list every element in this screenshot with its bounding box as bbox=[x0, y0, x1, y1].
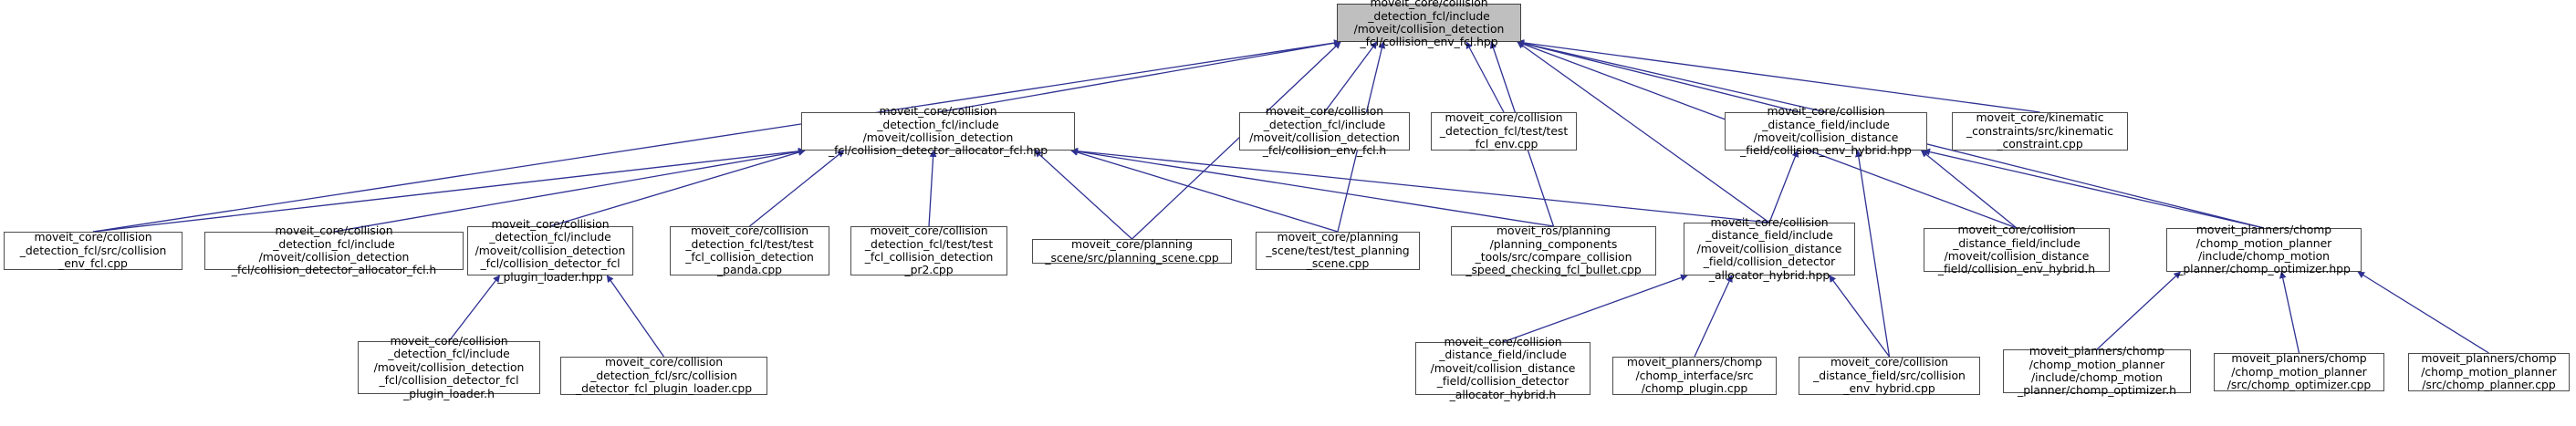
graph-node-label: moveit_core/collision _detection_fcl/src… bbox=[575, 355, 753, 396]
graph-node-chomp_optimizer_hpp[interactable]: moveit_planners/chomp /chomp_motion_plan… bbox=[2166, 223, 2362, 275]
graph-node-env_hybrid_cpp[interactable]: moveit_core/collision _distance_field/sr… bbox=[1799, 355, 1980, 396]
graph-node-label: moveit_core/collision _detection_fcl/src… bbox=[19, 230, 167, 271]
graph-edge bbox=[448, 275, 501, 342]
graph-node-label: moveit_planners/chomp /chomp_motion_plan… bbox=[2018, 344, 2176, 398]
graph-edge bbox=[928, 150, 937, 227]
graph-node-label: moveit_core/planning _scene/src/planning… bbox=[1045, 237, 1219, 265]
graph-node-label: moveit_core/collision _detection_fcl/inc… bbox=[475, 216, 626, 284]
graph-edge bbox=[2096, 271, 2182, 350]
graph-node-test_planning_scene[interactable]: moveit_core/planning _scene/test/test_pl… bbox=[1256, 230, 1420, 271]
graph-node-label: moveit_core/collision _distance_field/sr… bbox=[1813, 355, 1966, 396]
graph-node-chomp_planner_cpp[interactable]: moveit_planners/chomp /chomp_motion_plan… bbox=[2408, 351, 2570, 392]
graph-node-env_fcl_h[interactable]: moveit_core/collision _detection_fcl/inc… bbox=[1239, 105, 1410, 157]
graph-node-label: moveit_core/collision _distance_field/in… bbox=[1430, 334, 1576, 401]
graph-edge bbox=[2357, 271, 2489, 354]
graph-node-plugin_loader_cpp[interactable]: moveit_core/collision _detection_fcl/src… bbox=[560, 355, 767, 396]
graph-edge bbox=[2279, 271, 2300, 354]
graph-edge bbox=[549, 149, 806, 227]
graph-node-label: moveit_core/collision _detection_fcl/inc… bbox=[1249, 104, 1400, 158]
graph-node-test_fcl_env[interactable]: moveit_core/collision _detection_fcl/tes… bbox=[1431, 110, 1577, 151]
graph-node-label: moveit_planners/chomp /chomp_motion_plan… bbox=[2177, 223, 2351, 276]
graph-edge bbox=[1829, 275, 1891, 358]
graph-edge bbox=[1070, 147, 1770, 223]
edge-group bbox=[92, 39, 2489, 358]
graph-node-env_hybrid_hpp[interactable]: moveit_core/collision _distance_field/in… bbox=[1725, 105, 1927, 157]
graph-node-label: moveit_core/planning _scene/test/test_pl… bbox=[1266, 230, 1410, 271]
graph-node-label: moveit_core/collision _distance_field/in… bbox=[1937, 223, 2096, 276]
graph-node-label: moveit_core/collision _detection_fcl/tes… bbox=[864, 223, 994, 277]
graph-edge bbox=[1517, 39, 1827, 113]
graph-node-label: moveit_core/collision _detection_fcl/inc… bbox=[828, 104, 1048, 158]
graph-edge bbox=[92, 39, 1341, 233]
graph-node-label: moveit_core/collision _detection_fcl/tes… bbox=[685, 223, 814, 277]
graph-node-label: moveit_core/collision _distance_field/in… bbox=[1696, 214, 1842, 282]
graph-node-env_hybrid_h[interactable]: moveit_core/collision _distance_field/in… bbox=[1924, 223, 2110, 275]
graph-edge bbox=[1854, 150, 1891, 358]
graph-edge bbox=[1323, 41, 1378, 113]
graph-node-label: moveit_core/collision _detection_fcl/tes… bbox=[1439, 110, 1569, 151]
graph-node-test_panda[interactable]: moveit_core/collision _detection_fcl/tes… bbox=[670, 223, 829, 277]
graph-node-chomp_optimizer_cpp[interactable]: moveit_planners/chomp /chomp_motion_plan… bbox=[2214, 351, 2384, 392]
graph-node-allocator_hybrid_h[interactable]: moveit_core/collision _distance_field/in… bbox=[1415, 335, 1590, 400]
graph-edge bbox=[1517, 39, 2040, 113]
graph-node-allocator_hybrid_hpp[interactable]: moveit_core/collision _distance_field/in… bbox=[1684, 215, 1855, 281]
graph-edge bbox=[937, 39, 1341, 113]
graph-node-label: moveit_planners/chomp /chomp_motion_plan… bbox=[2421, 351, 2557, 392]
graph-edge bbox=[92, 147, 806, 233]
graph-node-chomp_optimizer_h[interactable]: moveit_planners/chomp /chomp_motion_plan… bbox=[2003, 345, 2191, 397]
graph-node-root: moveit_core/collision _detection_fcl/inc… bbox=[1337, 0, 1521, 48]
graph-node-chomp_plugin_cpp[interactable]: moveit_planners/chomp /chomp_interface/s… bbox=[1612, 355, 1777, 396]
graph-node-src_env_fcl_cpp[interactable]: moveit_core/collision _detection_fcl/src… bbox=[4, 230, 183, 271]
graph-edge bbox=[1070, 149, 1339, 233]
graph-node-label: moveit_core/kinematic _constraints/src/k… bbox=[1966, 110, 2114, 151]
graph-node-compare_speed_cpp[interactable]: moveit_ros/planning /planning_components… bbox=[1451, 223, 1656, 277]
graph-edge bbox=[1034, 150, 1132, 240]
graph-edge bbox=[1920, 150, 2018, 229]
graph-node-label: moveit_core/collision _distance_field/in… bbox=[1740, 104, 1912, 158]
graph-node-label: moveit_planners/chomp /chomp_motion_plan… bbox=[2227, 351, 2372, 392]
graph-node-kinematic_constraint_cpp[interactable]: moveit_core/kinematic _constraints/src/k… bbox=[1952, 110, 2128, 151]
graph-edge bbox=[1070, 148, 1554, 227]
graph-edge bbox=[749, 150, 845, 227]
graph-node-label: moveit_core/collision _detection_fcl/inc… bbox=[1353, 0, 1505, 49]
graph-node-test_pr2[interactable]: moveit_core/collision _detection_fcl/tes… bbox=[850, 223, 1007, 277]
graph-node-allocator_hpp[interactable]: moveit_core/collision _detection_fcl/inc… bbox=[801, 105, 1075, 157]
graph-node-plugin_loader_hpp[interactable]: moveit_core/collision _detection_fcl/inc… bbox=[467, 217, 633, 283]
graph-edge bbox=[1465, 41, 1505, 113]
graph-node-plugin_loader_h[interactable]: moveit_core/collision _detection_fcl/inc… bbox=[358, 334, 540, 400]
graph-edge bbox=[606, 275, 665, 358]
graph-edge bbox=[1768, 150, 1799, 223]
graph-node-label: moveit_core/collision _detection_fcl/inc… bbox=[373, 333, 525, 400]
graph-node-label: moveit_core/collision _detection_fcl/inc… bbox=[231, 223, 437, 277]
graph-node-planning_scene_cpp[interactable]: moveit_core/planning _scene/src/planning… bbox=[1032, 237, 1232, 265]
graph-node-allocator_h[interactable]: moveit_core/collision _detection_fcl/inc… bbox=[204, 224, 464, 276]
graph-edge bbox=[1923, 148, 2265, 229]
graph-node-label: moveit_ros/planning /planning_components… bbox=[1465, 223, 1642, 277]
graph-node-label: moveit_planners/chomp /chomp_interface/s… bbox=[1626, 355, 1763, 396]
graph-edge bbox=[1694, 275, 1733, 358]
graph-edge bbox=[1502, 274, 1688, 343]
